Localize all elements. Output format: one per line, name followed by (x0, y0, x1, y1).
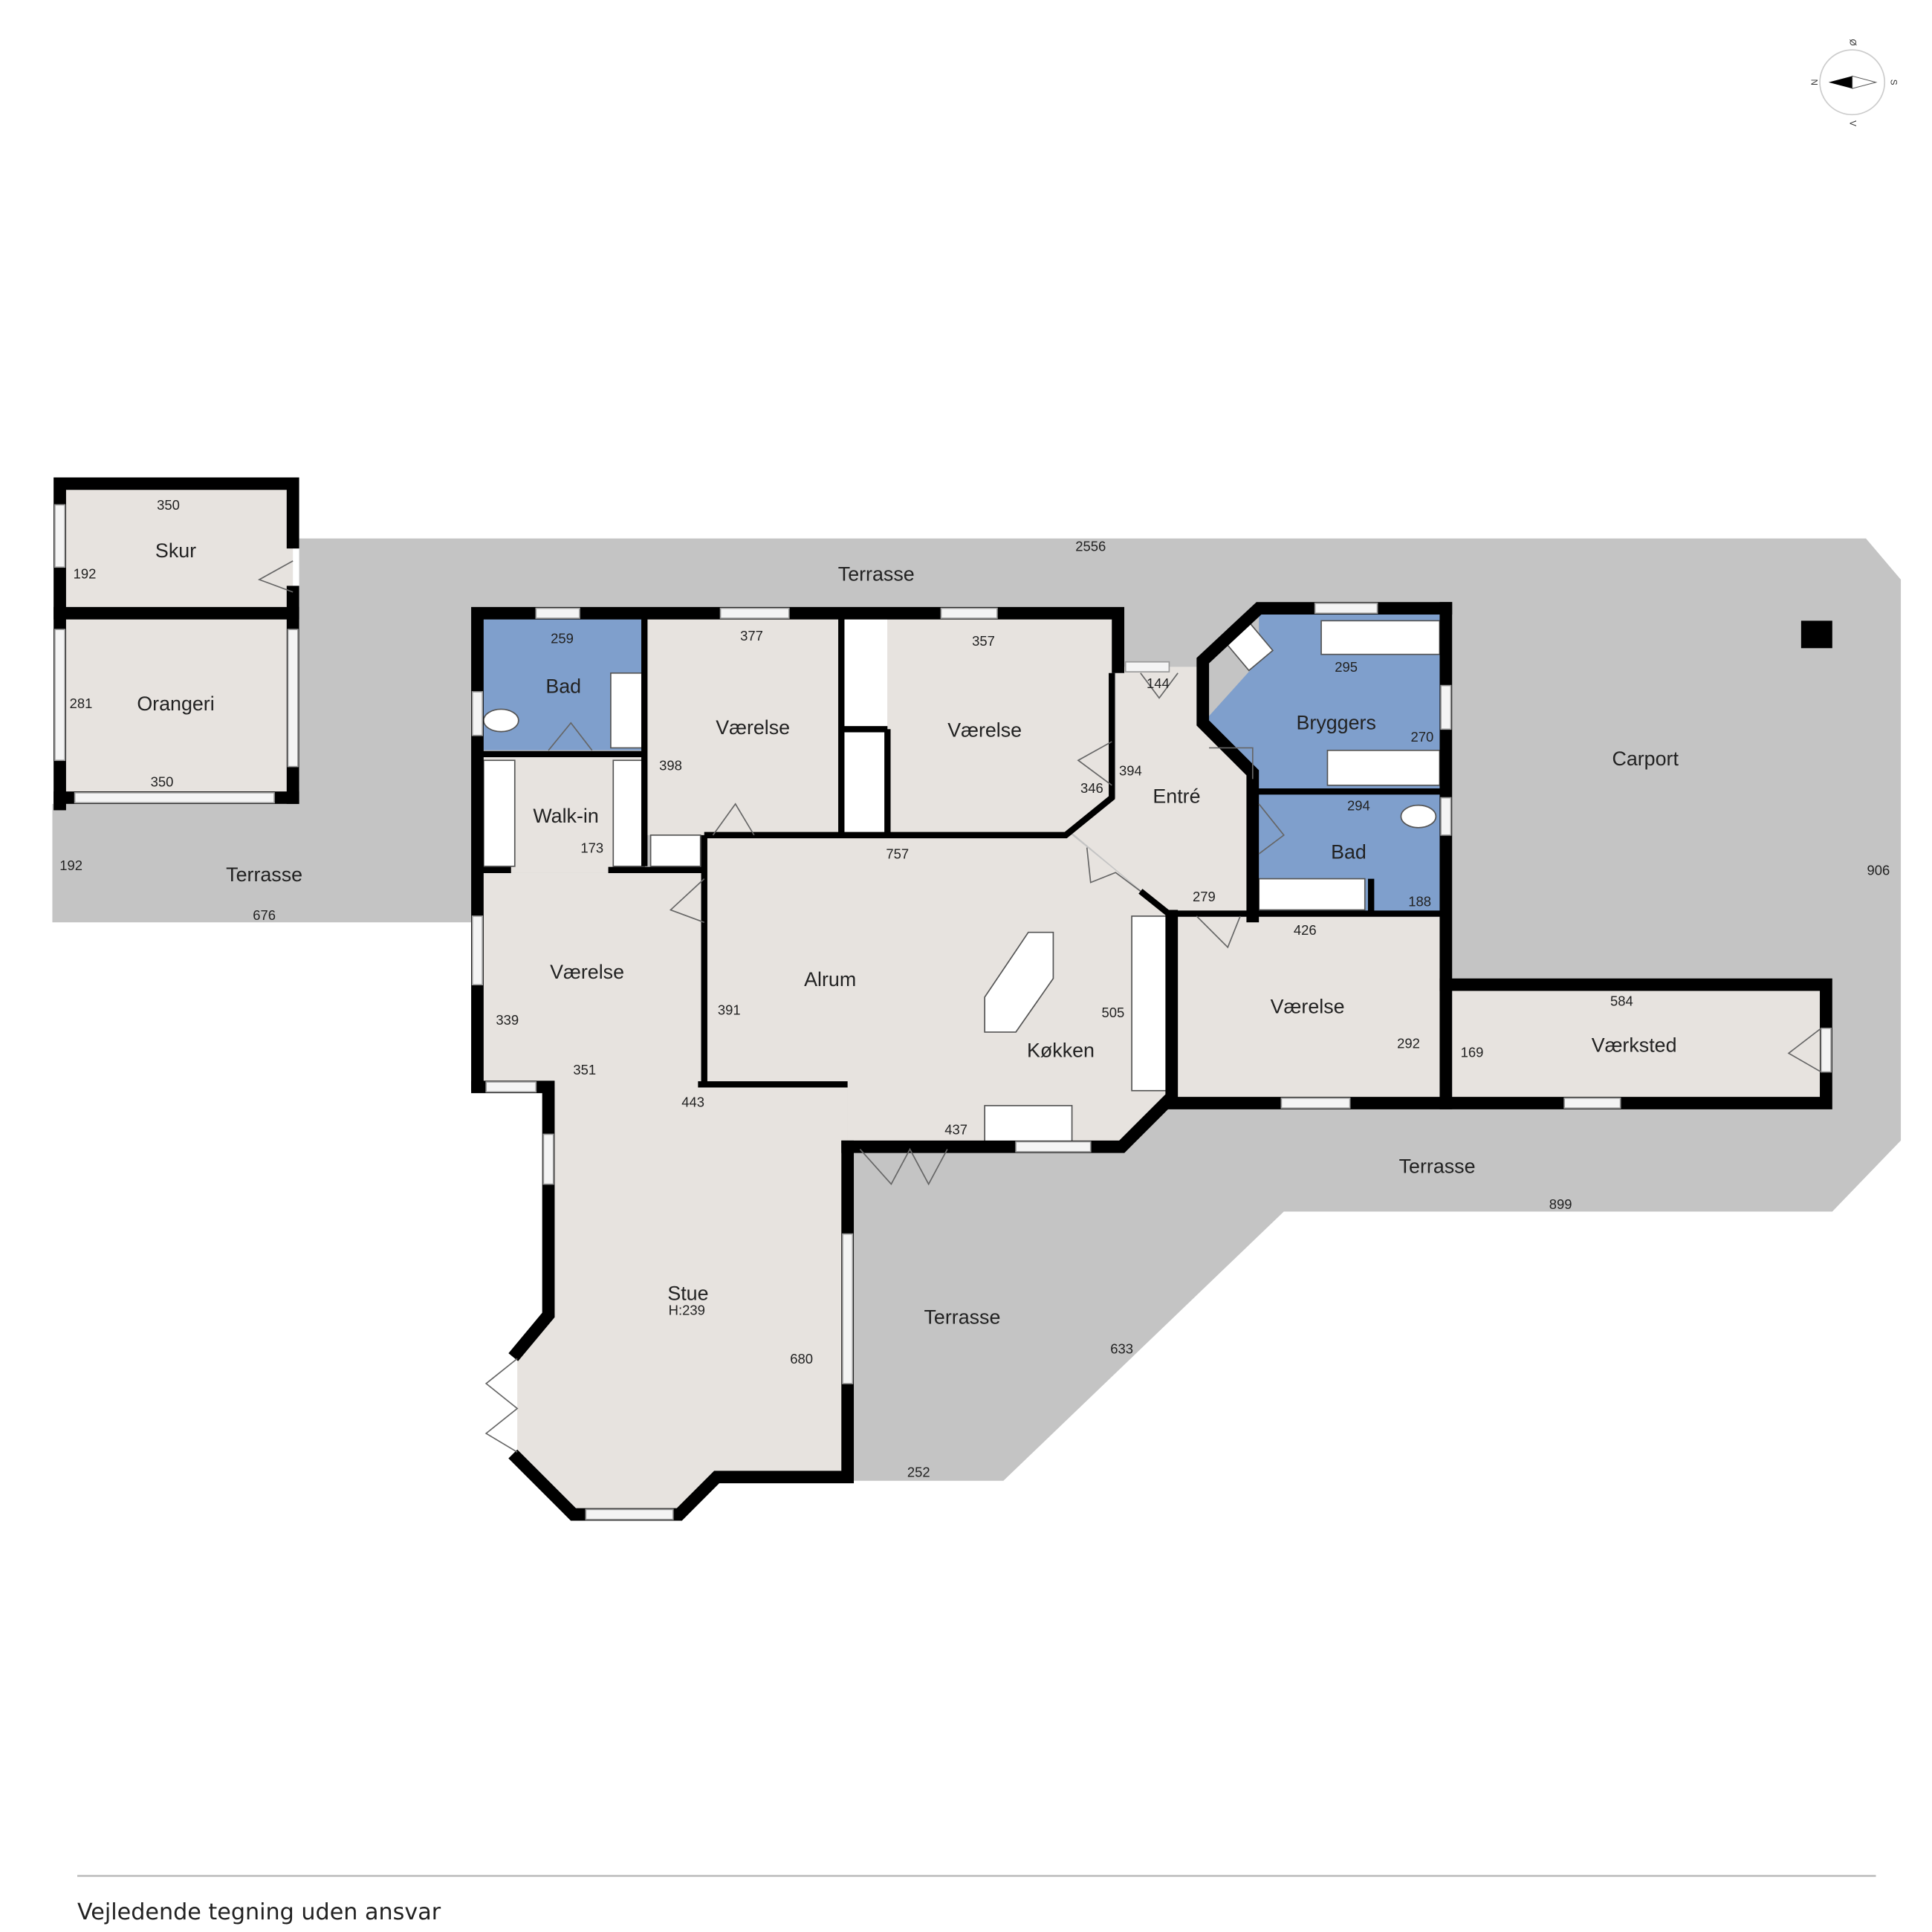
terrace-label: Terrasse (1399, 1155, 1476, 1177)
doors (257, 560, 1822, 1453)
room-vaerksted (1445, 985, 1826, 1103)
disclaimer: Vejledende tegning uden ansvar (77, 1899, 441, 1925)
room-stue (517, 1084, 848, 1515)
dim-vaerelse: 351 (573, 1062, 596, 1077)
dim-vaerelse: 292 (1397, 1036, 1420, 1051)
room-skur (59, 483, 294, 614)
dim-terrace: 192 (59, 858, 82, 873)
room-label-kokken: Køkken (1027, 1039, 1095, 1061)
room-label-bad: Bad (1331, 841, 1367, 863)
dim-vaerelse: 346 (1080, 780, 1103, 796)
terrace-label: Terrasse (924, 1306, 1001, 1328)
dim-vaerelse: 426 (1294, 922, 1317, 938)
dim-vaerelse: 357 (972, 633, 995, 649)
room-orangeri (59, 613, 294, 800)
dim-vaerksted: 584 (1610, 993, 1633, 1009)
room-label-skur: Skur (155, 539, 196, 562)
room-label-vaerelse: Værelse (550, 961, 624, 983)
compass: N S V Ø (1809, 39, 1898, 126)
room-alrum-kokken (704, 834, 1172, 1147)
room-label-entre: Entré (1153, 785, 1200, 807)
dim-vaerksted: 169 (1461, 1044, 1484, 1060)
dim-entre: 394 (1119, 762, 1142, 778)
dim-stue: 680 (790, 1351, 813, 1367)
closet (843, 613, 888, 835)
dim-bryggers: 295 (1335, 659, 1358, 675)
dim-bryggers: 270 (1411, 729, 1434, 745)
stue-ceiling-height: H:239 (669, 1303, 705, 1318)
room-label-vaerelse: Værelse (947, 719, 1022, 741)
dim-alrum: 757 (886, 846, 909, 862)
room-label-orangeri: Orangeri (137, 693, 214, 715)
rooms (59, 483, 1826, 1515)
dim-bad: 188 (1408, 893, 1431, 909)
room-vaerelse-4 (1171, 912, 1446, 1103)
dim-bad: 294 (1347, 797, 1370, 813)
room-label-alrum: Alrum (804, 968, 856, 991)
dim-kokken: 437 (944, 1121, 967, 1137)
room-label-bryggers: Bryggers (1297, 711, 1376, 733)
dim-stue: 443 (681, 1095, 704, 1110)
compass-north-label: N (1809, 79, 1818, 85)
room-vaerelse-2 (887, 613, 1112, 835)
compass-south-label: S (1889, 80, 1899, 85)
terrace-label: Terrasse (838, 563, 915, 586)
dim-terrace: 899 (1549, 1196, 1572, 1212)
room-label-vaerelse: Værelse (716, 716, 790, 739)
dim-vaerelse: 398 (659, 758, 682, 774)
dim-walkin: 173 (580, 840, 603, 855)
dim-skur-depth: 192 (74, 565, 97, 581)
compass-north-arrow-icon (1828, 76, 1852, 89)
dim-entre: 279 (1193, 889, 1216, 904)
compass-west-label: V (1847, 120, 1857, 126)
room-label-vaerksted: Værksted (1592, 1034, 1677, 1057)
windows (54, 504, 1832, 1520)
dim-bad: 259 (551, 631, 574, 646)
dim-terrace: 2556 (1075, 538, 1106, 554)
dim-alrum: 391 (718, 1002, 741, 1017)
dim-terrace: 633 (1110, 1341, 1133, 1357)
room-label-carport: Carport (1612, 748, 1679, 770)
room-vaerelse-1 (644, 613, 844, 835)
dim-carport: 906 (1867, 863, 1890, 878)
room-label-stue: Stue (667, 1283, 708, 1305)
dim-kokken: 505 (1102, 1005, 1125, 1020)
terrace-label: Terrasse (226, 863, 302, 886)
dim-terrace: 676 (253, 907, 276, 923)
dim-entre: 144 (1147, 675, 1170, 691)
dim-terrace: 252 (907, 1465, 930, 1480)
dim-skur-width: 350 (157, 497, 180, 513)
compass-east-label: Ø (1847, 39, 1857, 45)
room-label-bad: Bad (545, 675, 581, 698)
fixtures (483, 620, 1441, 1144)
room-label-vaerelse: Værelse (1271, 996, 1345, 1018)
dim-vaerelse: 339 (496, 1012, 519, 1028)
dim-orangeri-width: 350 (151, 774, 174, 789)
room-label-walkin: Walk-in (533, 805, 598, 827)
dim-vaerelse: 377 (740, 628, 763, 644)
dim-orangeri-depth: 281 (70, 696, 93, 711)
room-vaerelse-3 (477, 872, 704, 1087)
